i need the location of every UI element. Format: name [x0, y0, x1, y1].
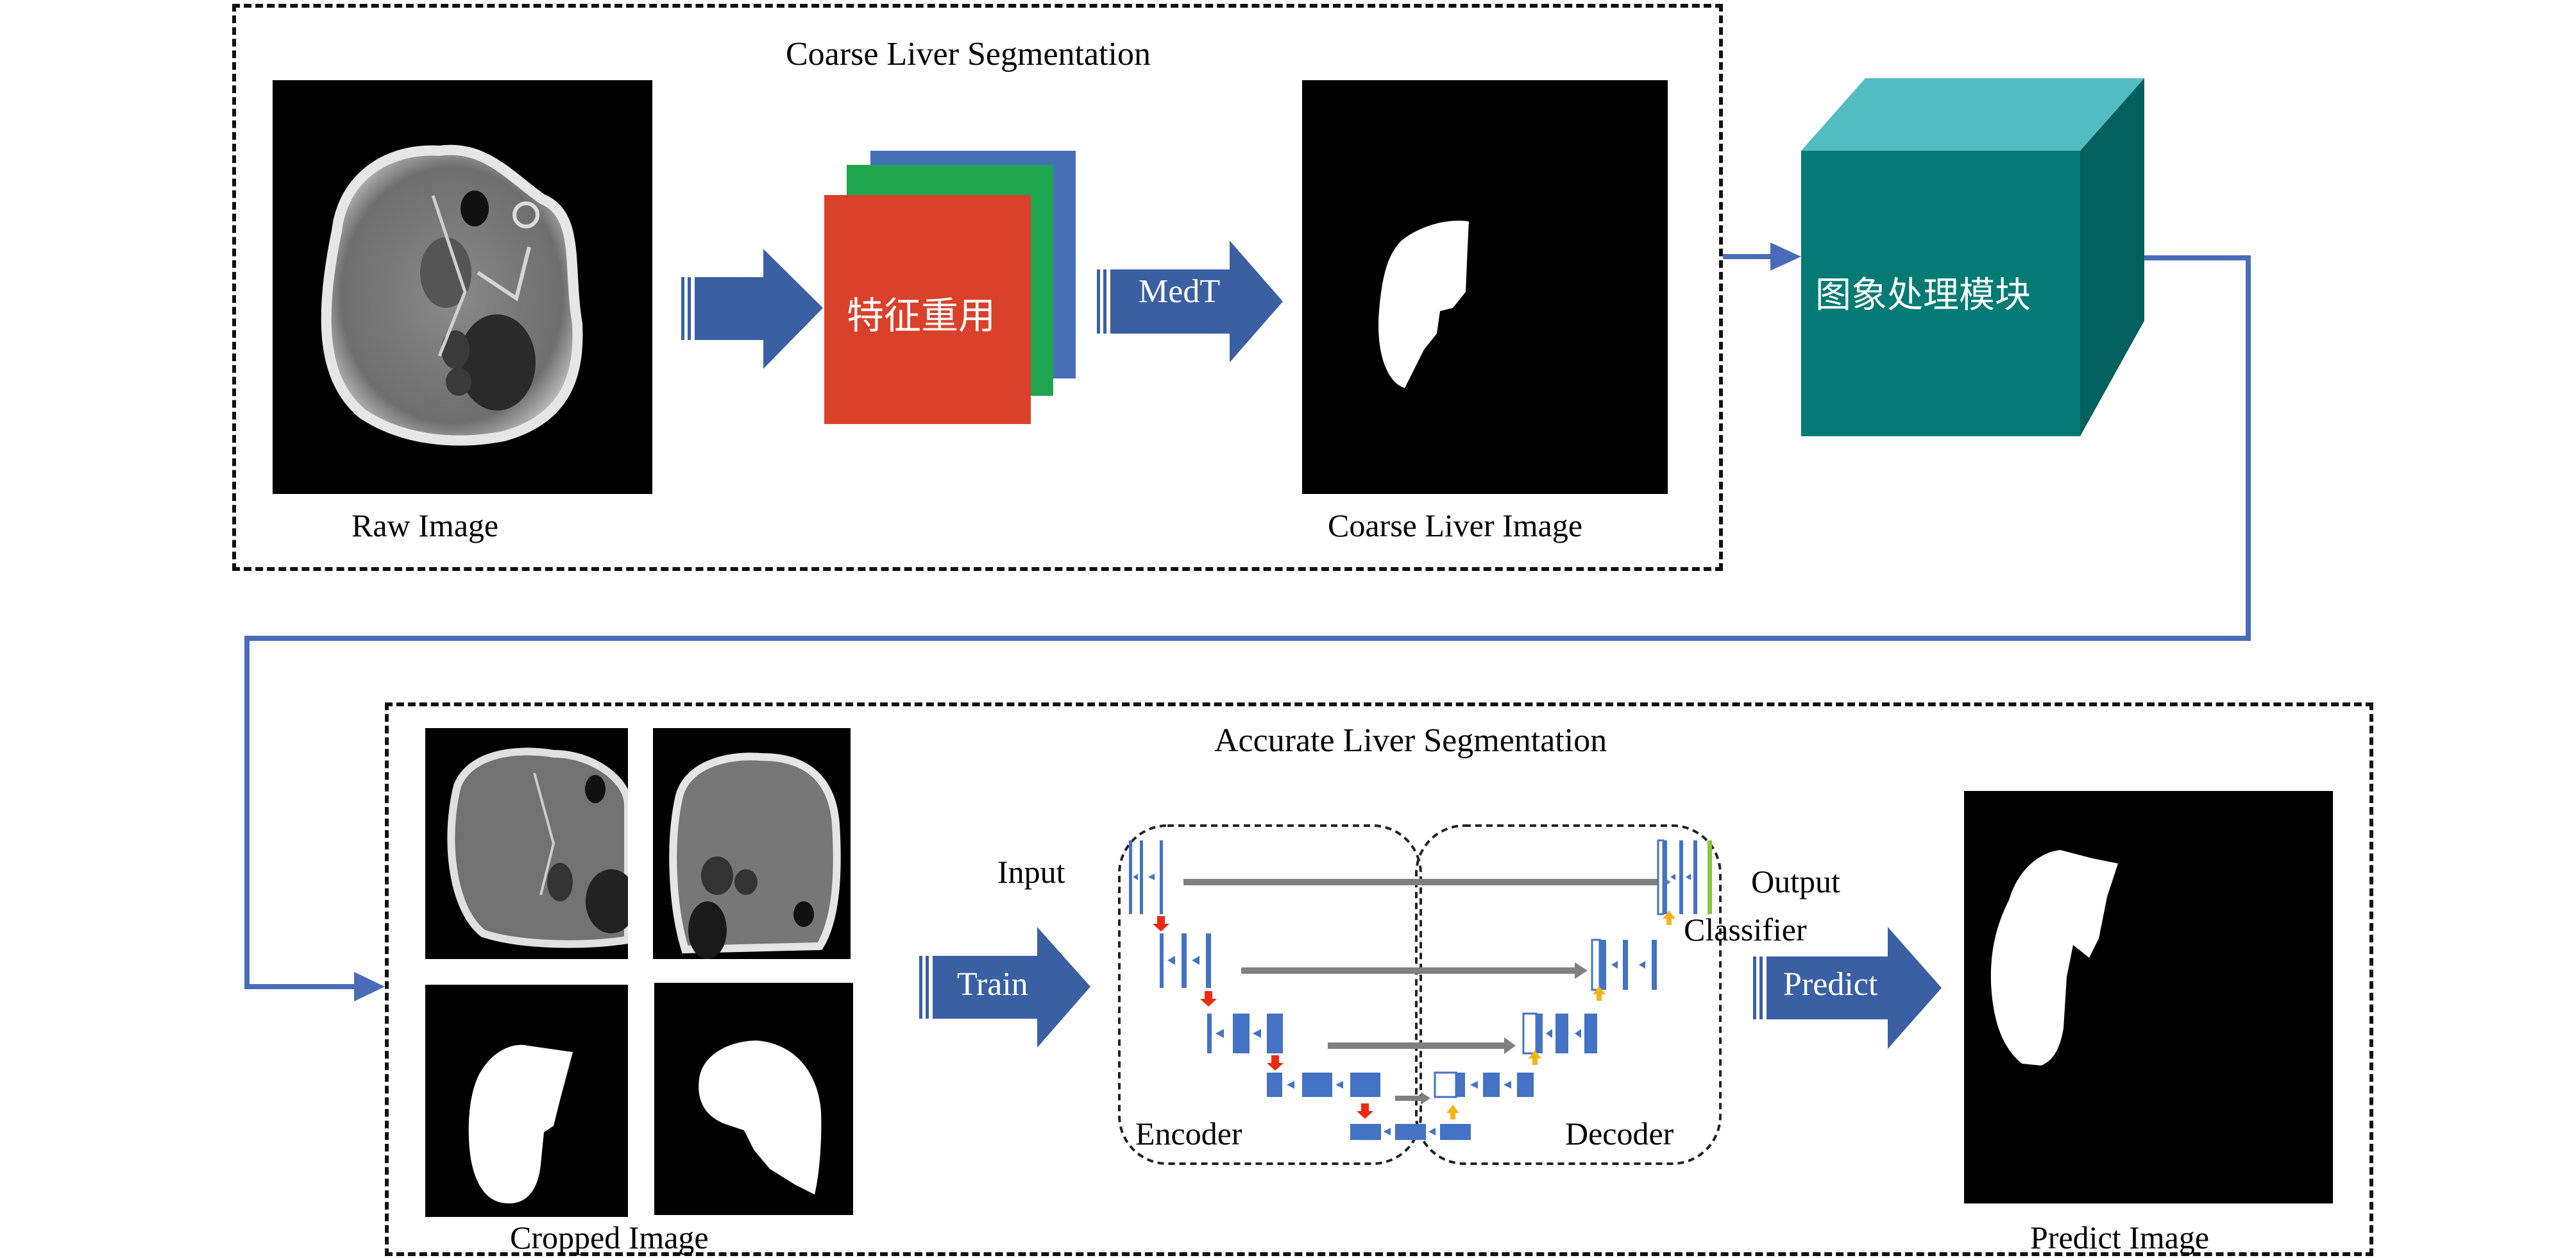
up-arrow-2	[1529, 1050, 1541, 1065]
downsample-arrows	[1153, 916, 1373, 1119]
predict-image	[1964, 791, 2333, 1203]
upsample-arrows	[1446, 910, 1675, 1119]
decoder-outline	[1415, 824, 1722, 1165]
decoder-level-1	[1657, 839, 1712, 915]
medt-label: MedT	[1139, 273, 1221, 310]
connector-to-module	[1723, 242, 1801, 271]
decoder-level-2	[1591, 939, 1657, 991]
predict-image-label: Predict Image	[2030, 1220, 2210, 1255]
arrow-predict	[1753, 927, 1942, 1049]
down-arrow-3	[1267, 1055, 1284, 1071]
raw-image-label: Raw Image	[352, 507, 499, 543]
train-label: Train	[957, 966, 1028, 1003]
decoder-label: Decoder	[1565, 1116, 1674, 1152]
cube-side-face	[2080, 78, 2144, 436]
up-arrow-4	[1663, 910, 1675, 925]
encoder-level-3	[1207, 1014, 1283, 1053]
encoder-outline	[1118, 824, 1422, 1165]
up-arrow-1	[1446, 1105, 1459, 1119]
predict-liver-mask	[1990, 850, 2118, 1066]
up-arrow-3	[1593, 986, 1606, 1001]
cropped-mri-2	[653, 728, 851, 959]
raw-mri-image	[273, 80, 652, 494]
encoder-label: Encoder	[1135, 1116, 1242, 1152]
predict-label: Predict	[1783, 966, 1878, 1003]
down-arrow-2	[1200, 991, 1217, 1007]
skip-connection-2-head	[1575, 962, 1588, 979]
feature-reuse-label: 特征重用	[847, 294, 996, 337]
cropped-image-label: Cropped Image	[510, 1220, 709, 1255]
connector-arrowhead	[354, 972, 385, 1001]
skip-connection-3	[1328, 1042, 1504, 1049]
cube-front-face	[1801, 151, 2080, 436]
accurate-segmentation-title: Accurate Liver Segmentation	[1214, 722, 1607, 759]
encoder-level-2	[1160, 933, 1211, 988]
coarse-liver-image-label: Coarse Liver Image	[1328, 507, 1583, 543]
processing-module-label: 图象处理模块	[1815, 275, 2031, 316]
connector-module-to-accurate	[244, 255, 2251, 989]
input-label: Input	[997, 854, 1065, 890]
skip-connection-4-head	[1421, 1092, 1430, 1105]
skip-connection-1	[1183, 879, 1658, 885]
bottleneck	[1350, 1124, 1471, 1140]
decoder-level-4	[1434, 1071, 1534, 1098]
decoder-level-3	[1522, 1012, 1597, 1055]
cropped-mri-2-drawing	[669, 752, 841, 959]
coarse-liver-mask	[1378, 221, 1469, 388]
skip-connection-4	[1395, 1096, 1421, 1101]
arrow-medt	[1097, 241, 1283, 362]
down-arrow-1	[1153, 916, 1169, 931]
raw-mri-drawing	[321, 144, 583, 446]
down-arrow-4	[1357, 1103, 1373, 1119]
output-label: Output	[1751, 863, 1840, 899]
coarse-segmentation-frame	[232, 4, 1723, 571]
coarse-liver-image	[1302, 80, 1668, 494]
classifier-layer	[1707, 840, 1712, 914]
encoder-level-4	[1267, 1073, 1380, 1097]
cropped-mask-1	[425, 985, 628, 1217]
arrow-train	[919, 927, 1090, 1048]
skip-connection-3-head	[1504, 1037, 1516, 1054]
skip-connection-2	[1241, 967, 1575, 974]
cropped-mri-1	[425, 728, 628, 959]
cropped-mask-1-drawing	[468, 1044, 573, 1203]
feature-layer-red	[824, 195, 1031, 424]
cropped-mask-2	[654, 983, 853, 1215]
arrow-to-feature-reuse	[681, 249, 823, 369]
cube-top-face	[1801, 78, 2144, 151]
cropped-mri-1-drawing	[447, 747, 628, 948]
accurate-segmentation-frame	[385, 702, 2373, 1256]
classifier-label: Classifier	[1684, 912, 1807, 948]
cropped-mask-2-drawing	[699, 1041, 822, 1194]
coarse-segmentation-title: Coarse Liver Segmentation	[786, 36, 1151, 72]
encoder-level-1	[1129, 840, 1163, 914]
